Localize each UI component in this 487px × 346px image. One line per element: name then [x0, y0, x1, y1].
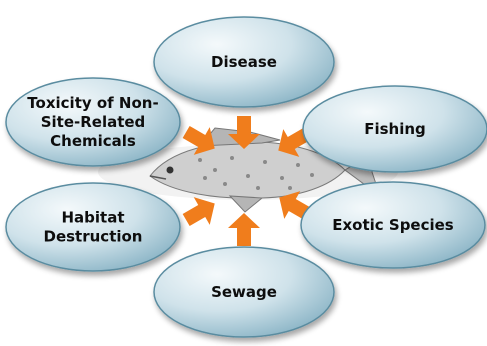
node-exotic-species: Exotic Species — [301, 182, 485, 268]
node-disease-label: Disease — [211, 53, 277, 71]
node-label-line: Habitat — [61, 209, 124, 227]
node-label-line: Exotic Species — [332, 216, 454, 234]
node-label-line: Disease — [211, 53, 277, 71]
node-label-line: Toxicity of Non- — [27, 94, 158, 112]
node-label-line: Site-Related — [41, 113, 146, 131]
node-label-line: Fishing — [364, 120, 426, 138]
node-disease: Disease — [154, 17, 334, 107]
node-exotic-species-label: Exotic Species — [332, 216, 454, 234]
node-fishing-label: Fishing — [364, 120, 426, 138]
node-label-line: Sewage — [211, 283, 277, 301]
node-label-line: Chemicals — [50, 132, 136, 150]
node-sewage: Sewage — [154, 247, 334, 337]
node-fishing: Fishing — [303, 86, 487, 172]
node-sewage-label: Sewage — [211, 283, 277, 301]
node-label-line: Destruction — [44, 228, 143, 246]
arrow-from-sewage — [228, 213, 260, 246]
